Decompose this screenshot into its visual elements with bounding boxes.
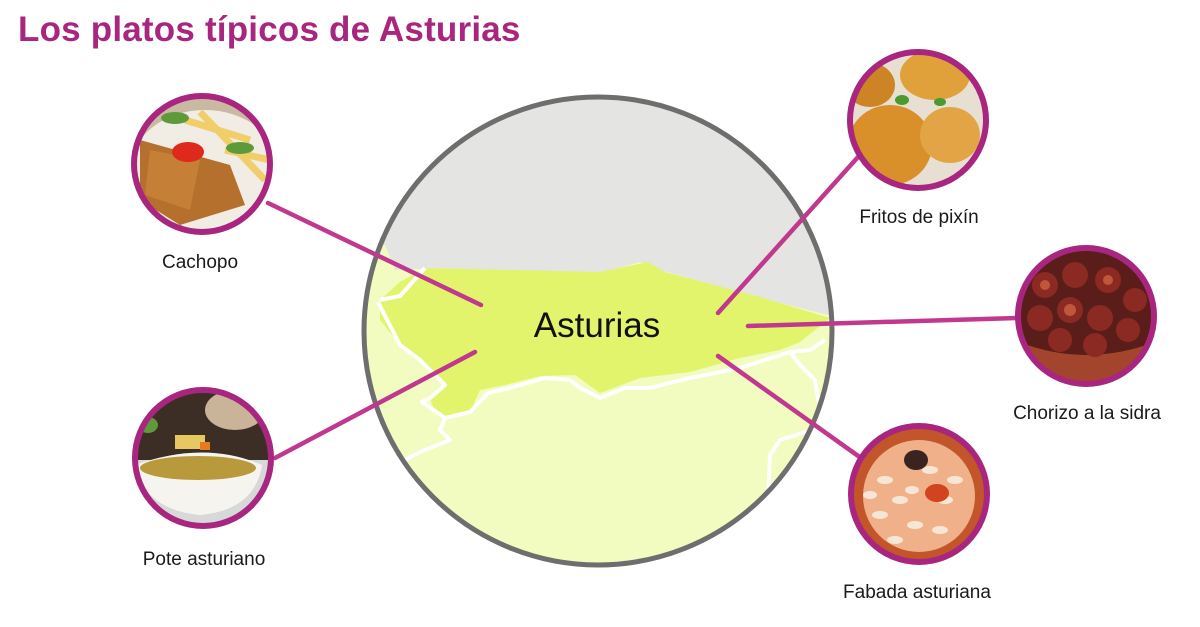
connector-fritos [715,154,861,316]
connector-lines [265,154,1021,461]
dish-photo-chorizo-a-la-sidra [1015,245,1157,387]
dish-photo-pote-asturiano [132,387,274,529]
connector-pote [272,349,478,461]
connector-chorizo [745,315,1021,329]
dish-label-fabada-asturiana: Fabada asturiana [843,582,991,603]
dish-photo-cachopo [131,93,273,235]
dish-label-cachopo: Cachopo [161,252,239,273]
dish-label-pote-asturiano: Pote asturiano [142,549,266,570]
page-title: Los platos típicos de Asturias [18,10,521,49]
dish-label-chorizo-a-la-sidra: Chorizo a la sidra [1013,403,1161,424]
map-circle-border [361,94,835,568]
dish-photo-fritos-de-pixin [847,49,989,191]
dish-photo-fabada-asturiana [848,423,990,565]
connector-cachopo [265,200,484,308]
map-center-label: Asturias [533,306,661,345]
connector-fabada [715,353,864,461]
dish-label-fritos-de-pixin: Fritos de pixín [859,207,979,228]
